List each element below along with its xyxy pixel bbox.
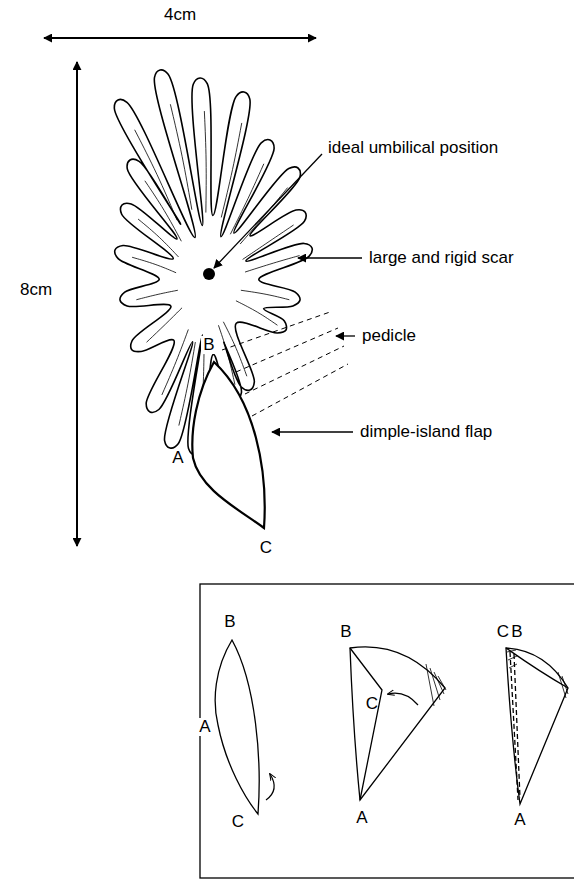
scar-groove (241, 290, 290, 300)
scar-groove (147, 308, 183, 343)
label: B (201, 336, 216, 355)
scar-groove (132, 257, 176, 273)
scar-groove (162, 329, 189, 395)
flap-step-3 (506, 648, 568, 804)
inset-box (200, 584, 574, 878)
scar-groove (236, 301, 278, 326)
label: B (338, 623, 353, 642)
height-dimension (76, 62, 78, 546)
fold-arrow (266, 774, 274, 800)
scar-groove (135, 130, 178, 221)
scar-groove (145, 181, 182, 242)
label: A (512, 811, 527, 830)
umbilical-dot (203, 268, 215, 280)
label: pedicle (360, 327, 418, 346)
leader-line (272, 431, 353, 432)
scar-groove (170, 104, 192, 210)
label: 8cm (18, 281, 54, 300)
label: B (509, 623, 524, 642)
label: 4cm (162, 6, 198, 25)
label: large and rigid scar (367, 249, 516, 268)
scar-groove (179, 342, 196, 426)
label: ideal umbilical position (326, 139, 500, 158)
leader-line (298, 257, 362, 258)
label: C (258, 539, 274, 558)
label: A (197, 718, 212, 737)
scar-groove (245, 256, 299, 272)
label: A (170, 449, 185, 468)
width-dimension (44, 37, 316, 39)
leader-line (336, 335, 355, 336)
label: A (354, 809, 369, 828)
label: C (364, 695, 380, 714)
scar-groove (221, 123, 242, 218)
scar-groove (230, 164, 264, 235)
scar-groove (223, 322, 247, 377)
leader-line (214, 154, 322, 268)
label: dimple-island flap (358, 423, 494, 442)
label: B (222, 613, 237, 632)
flap-step-1 (215, 640, 259, 814)
label: C (230, 813, 246, 832)
scar-groove (136, 290, 178, 300)
scar-groove (204, 111, 206, 213)
dimple-island-flap (192, 362, 264, 528)
flap-step-2 (350, 647, 446, 800)
